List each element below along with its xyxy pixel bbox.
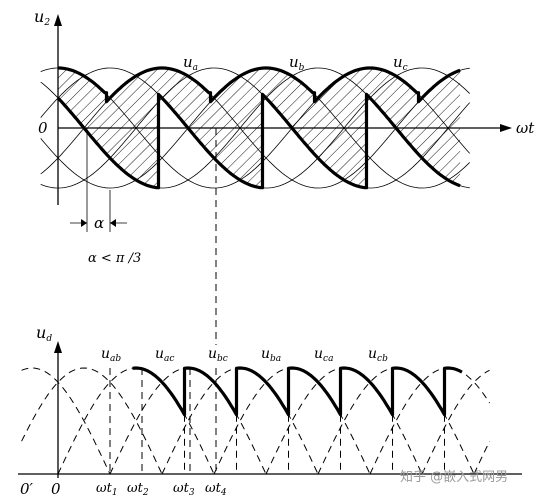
alpha-symbol: α xyxy=(94,214,104,232)
line-label-ba: uba xyxy=(261,346,281,364)
alpha-condition: α < π /3 xyxy=(88,251,141,266)
top-y-label: u2 xyxy=(34,7,50,28)
phase-label-c: uc xyxy=(393,53,408,73)
line-voltage-arc xyxy=(57,367,215,475)
line-voltage-arc xyxy=(473,440,491,475)
phase-label-a: ua xyxy=(183,53,198,73)
origin-label: 0 xyxy=(51,480,61,498)
line-label-cb: ucb xyxy=(368,346,388,364)
alpha-left-arrowhead xyxy=(81,219,87,227)
line-voltage-dashed-curves xyxy=(21,367,491,475)
time-mark-4: ωt4 xyxy=(205,481,227,498)
phase-a-neg xyxy=(40,67,470,189)
line-voltage-arc xyxy=(109,367,267,475)
dc-output-plot: ud 0′ 0 uab uac ubc uba uca ucb ωt1 ωt2 … xyxy=(18,323,522,498)
output-envelope xyxy=(56,66,461,190)
dc-output-waveform xyxy=(132,366,463,417)
commutation-verticals xyxy=(109,368,445,476)
time-mark-3: ωt3 xyxy=(173,481,195,498)
alpha-right-arrowhead xyxy=(110,219,116,227)
phase-voltage-plot: u2 0 ωt ua ub uc α α < π /3 xyxy=(34,7,535,266)
top-zero-label: 0 xyxy=(38,119,48,137)
watermark: 知乎 @嵌入式网男 xyxy=(400,469,508,485)
dc-output-envelope xyxy=(132,366,463,417)
line-label-ca: uca xyxy=(314,346,333,364)
top-y-arrow xyxy=(54,14,62,26)
line-label-ab: uab xyxy=(101,346,121,364)
line-voltage-arc xyxy=(369,367,491,475)
origin-shifted-label: 0′ xyxy=(20,480,34,498)
phase-label-b: ub xyxy=(289,53,305,73)
line-voltage-arc xyxy=(21,367,111,475)
top-x-arrow xyxy=(500,124,512,132)
top-x-label: ωt xyxy=(516,119,535,137)
bottom-y-label: ud xyxy=(36,323,52,344)
line-voltage-arc xyxy=(21,367,163,475)
line-label-ac: uac xyxy=(155,346,174,364)
line-voltage-arc xyxy=(421,369,490,475)
upper-envelope xyxy=(58,66,461,104)
time-mark-2: ωt2 xyxy=(127,481,149,498)
time-mark-1: ωt1 xyxy=(96,481,118,498)
bottom-y-arrow xyxy=(54,341,62,353)
line-label-bc: ubc xyxy=(208,346,228,364)
lower-envelope xyxy=(56,92,461,190)
